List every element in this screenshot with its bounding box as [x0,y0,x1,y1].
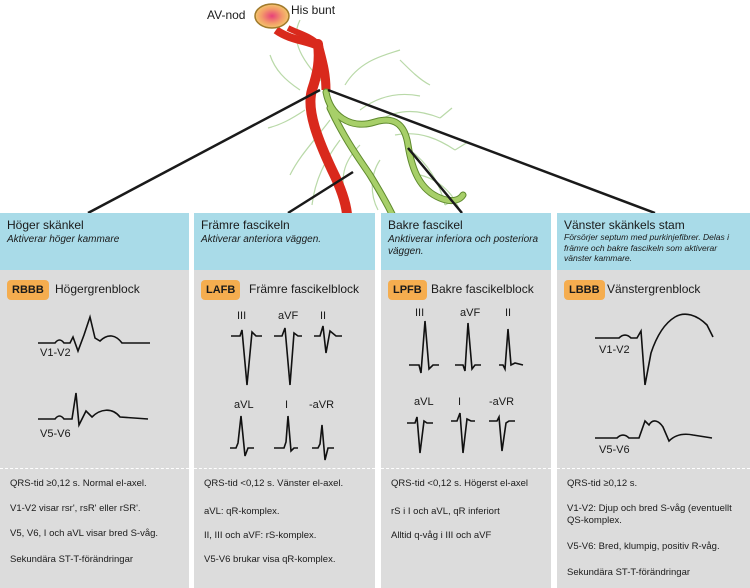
ecg-avr [312,424,334,461]
criteria-item: V5, V6, I och aVL visar bred S-våg. [10,528,159,539]
lead-label: aVL [234,399,254,411]
lead-label: V5-V6 [40,428,71,440]
lead-label: I [458,396,462,408]
block-badge: LAFB [201,280,241,300]
panel-lafb: Främre fascikeln Aktiverar anteriora väg… [194,213,375,588]
block-name: Högergrenblock [55,282,140,296]
panel-header: Främre fascikeln Aktiverar anteriora väg… [194,213,375,270]
av-node-label: AV-nod [207,8,246,22]
ecg-v5-v6 [595,419,713,443]
panel-rbbb: Höger skänkel Aktiverar höger kammare RB… [0,213,189,588]
ecg-i [451,412,475,454]
ecg-v1-v2 [595,313,714,386]
ecg-avf [455,322,481,372]
panel-title: Vänster skänkels stam [564,218,685,232]
panel-header: Höger skänkel Aktiverar höger kammare [0,213,189,270]
lead-label: V1-V2 [599,344,630,356]
criteria-item: V5-V6: Bred, klumpig, positiv R-våg. [567,541,720,552]
lead-label: II [320,310,327,322]
block-name: Vänstergrenblock [607,282,701,296]
ecg-ii [499,328,524,372]
ecg-avl [230,415,254,457]
criteria-item: QRS-tid ≥0,12 s. [567,478,638,489]
panel-lbbb: Vänster skänkels stam Försörjer septum m… [557,213,750,588]
criteria-item: rS i I och aVL, qR inferiort [391,506,500,517]
ecg-traces [230,325,342,461]
lead-label: V1-V2 [40,347,71,359]
ecg-traces [38,314,150,428]
criteria-item: V1-V2 visar rsr', rsR' eller rSR'. [10,503,141,514]
block-badge: RBBB [7,280,49,300]
divider [381,468,551,469]
ecg-iii [409,320,439,374]
right-bundle-branch [305,39,352,219]
lead-label: aVF [460,307,481,319]
divider [557,468,750,469]
lead-label: -aVR [489,396,515,408]
criteria-item: Alltid q-våg i III och aVF [391,530,492,541]
criteria-item: Sekundära ST-T-förändringar [10,554,134,565]
panel-lpfb: Bakre fascikel Anktiverar inferiora och … [381,213,551,588]
block-name: Främre fascikelblock [249,282,360,296]
criteria-item: QRS-tid ≥0,12 s. Normal el-axel. [10,478,147,489]
panel-subtitle: Aktiverar anteriora väggen. [201,234,322,245]
ecg-i [274,415,298,453]
panel-header: Vänster skänkels stam Försörjer septum m… [557,213,750,270]
ecg-traces [595,313,714,443]
lead-label: II [505,307,512,319]
ecg-iii [231,329,262,386]
panel-title: Höger skänkel [7,218,84,232]
criteria-item: QRS-tid <0,12 s. Högerst el-axel [391,478,529,489]
connector-lines [87,88,656,215]
lead-label: III [237,310,247,322]
av-node [254,3,290,29]
panel-subtitle: Anktiverar inferiora och posteriora vägg… [388,234,539,257]
ecg-avr [489,414,515,452]
block-badge: LBBB [564,280,605,300]
his-bundle-label: His bunt [291,3,336,17]
ecg-v1-v2 [38,314,150,354]
lead-label: -aVR [309,399,335,411]
panel-title: Bakre fascikel [388,218,463,232]
lead-label: aVL [414,396,434,408]
criteria-item: V1-V2: Djup och bred S-våg (eventuellt Q… [567,503,732,526]
lead-label: V5-V6 [599,444,630,456]
lead-label: aVF [278,310,299,322]
criteria-item: aVL: qR-komplex. [204,506,280,517]
ecg-avf [274,327,302,386]
panel-subtitle: Aktiverar höger kammare [7,234,120,245]
ecg-ii [314,325,342,354]
ecg-v5-v6 [38,392,149,428]
lead-label: III [415,307,425,319]
ecg-traces [407,320,524,454]
criteria-item: V5-V6 brukar visa qR-komplex. [204,554,336,565]
divider [0,468,189,469]
panel-header: Bakre fascikel Anktiverar inferiora och … [381,213,551,270]
panel-subtitle: Försörjer septum med purkinjefibrer. Del… [564,232,730,263]
criteria-item: Sekundära ST-T-förändringar [567,567,691,578]
block-badge: LPFB [388,280,427,300]
divider [194,468,375,469]
ecg-avl [407,416,433,454]
criteria-item: QRS-tid <0,12 s. Vänster el-axel. [204,478,344,489]
criteria-item: II, III och aVF: rS-komplex. [204,530,317,541]
panel-title: Främre fascikeln [201,218,290,232]
block-name: Bakre fascikelblock [431,282,534,296]
lead-label: I [285,399,289,411]
